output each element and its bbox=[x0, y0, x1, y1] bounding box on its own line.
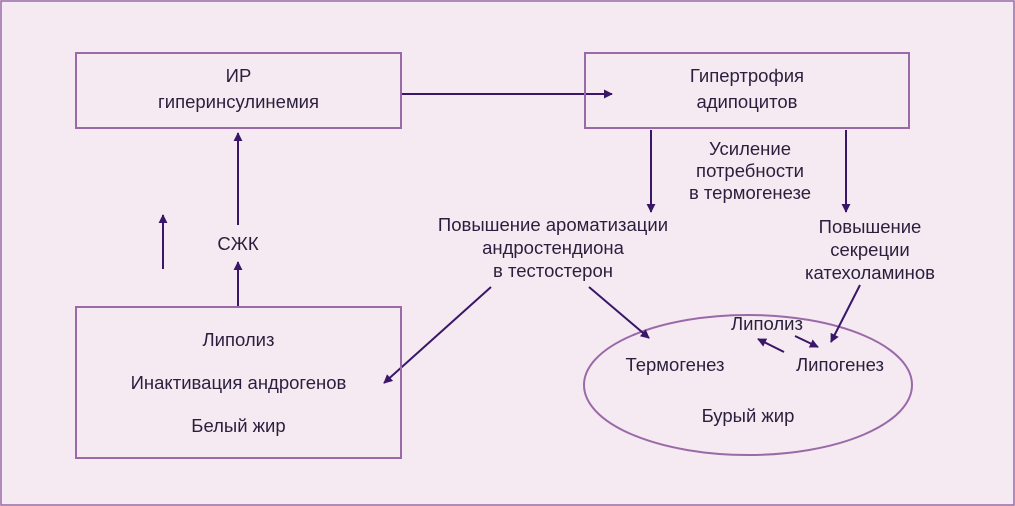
ir-box-line2: гиперинсулинемия bbox=[157, 91, 320, 112]
thermo-demand-line1: Усиление bbox=[708, 138, 792, 159]
arrow-lipolysis-to-lipogenesis bbox=[794, 335, 819, 348]
catecholamines-line1: Повышение bbox=[818, 216, 922, 237]
catecholamines-line2: секреции bbox=[830, 239, 910, 260]
brown-fat-ellipse bbox=[583, 314, 913, 456]
arrow-aromatization-to-thermogenesis bbox=[588, 286, 650, 339]
white-fat-lipolysis: Липолиз bbox=[202, 329, 275, 350]
white-fat-androgen-inactivation: Инактивация андрогенов bbox=[130, 372, 347, 393]
aromatization-line3: в тестостерон bbox=[493, 260, 613, 281]
arrow-lipogenesis-to-lipolysis bbox=[757, 338, 785, 353]
hypertrophy-box-line2: адипоцитов bbox=[696, 91, 798, 112]
white-fat-label: Белый жир bbox=[191, 415, 286, 436]
white-fat-box bbox=[75, 306, 402, 459]
ir-box-line1: ИР bbox=[225, 65, 252, 86]
brown-fat-lipolysis: Липолиз bbox=[731, 313, 803, 334]
aromatization-line2: андростендиона bbox=[482, 237, 624, 258]
thermo-demand-line2: потребности bbox=[696, 160, 804, 181]
brown-fat-thermogenesis: Термогенез bbox=[625, 354, 725, 375]
brown-fat-label: Бурый жир bbox=[701, 405, 795, 426]
hypertrophy-box bbox=[584, 52, 910, 129]
ffa-label: СЖК bbox=[217, 233, 259, 254]
catecholamines-line3: катехоламинов bbox=[805, 262, 935, 283]
ir-box bbox=[75, 52, 402, 129]
brown-fat-lipogenesis: Липогенез bbox=[796, 354, 884, 375]
aromatization-line1: Повышение ароматизации bbox=[437, 214, 669, 235]
hypertrophy-box-line1: Гипертрофия bbox=[689, 65, 805, 86]
arrow-catecholamines-to-lipogenesis bbox=[830, 284, 861, 343]
thermo-demand-line3: в термогенезе bbox=[688, 182, 812, 203]
